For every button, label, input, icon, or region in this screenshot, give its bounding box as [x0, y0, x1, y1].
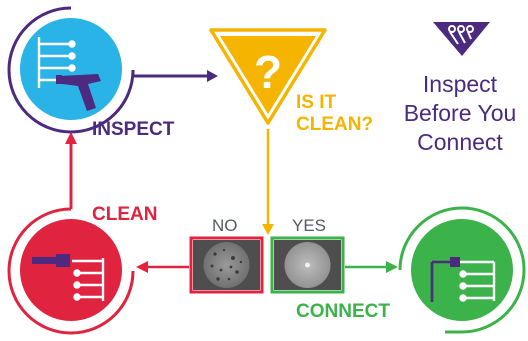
question-step-label: IS IT CLEAN? [296, 92, 373, 136]
arrow-to-inspect [65, 132, 77, 144]
clean-step [7, 132, 135, 335]
fiber-connector-icon [430, 257, 496, 302]
clean-fiber-core [305, 262, 310, 268]
connect-step [398, 206, 526, 334]
brand-logo-icon [433, 22, 490, 56]
sample-yes-label: YES [292, 216, 327, 235]
slogan-line-2: Before You [403, 100, 517, 126]
arrow-to-question [207, 70, 218, 82]
contamination-specks [210, 248, 243, 281]
question-line-1: IS IT [296, 92, 337, 113]
question-mark-glyph: ? [254, 46, 282, 98]
clean-step-label: CLEAN [92, 204, 158, 225]
slogan-line-1: Inspect [422, 71, 498, 97]
inspect-step-label: INSPECT [92, 119, 175, 140]
sample-yes [270, 236, 345, 294]
connect-circle [411, 219, 513, 321]
dirty-fiber-endface [203, 242, 250, 288]
arrow-to-clean [136, 261, 148, 273]
question-triangle-outline [209, 28, 327, 125]
slogan: Inspect Before You Connect [392, 70, 528, 157]
cleaning-tool-icon [32, 254, 105, 301]
sample-no-label: NO [212, 216, 238, 235]
inspect-step [7, 6, 218, 134]
connect-step-label: CONNECT [296, 301, 390, 322]
inspection-scope-icon [56, 74, 101, 111]
clean-ring [7, 207, 135, 335]
sample-no [189, 236, 264, 294]
arrow-to-samples [262, 224, 274, 235]
connect-ring [398, 206, 526, 334]
question-step: ? [209, 28, 327, 235]
slogan-line-3: Connect [417, 129, 503, 155]
clean-circle [20, 219, 122, 321]
arrow-to-connect [386, 261, 398, 273]
question-line-2: CLEAN? [296, 114, 374, 135]
question-triangle-icon [220, 36, 316, 114]
inspect-ring-connector [7, 6, 207, 134]
